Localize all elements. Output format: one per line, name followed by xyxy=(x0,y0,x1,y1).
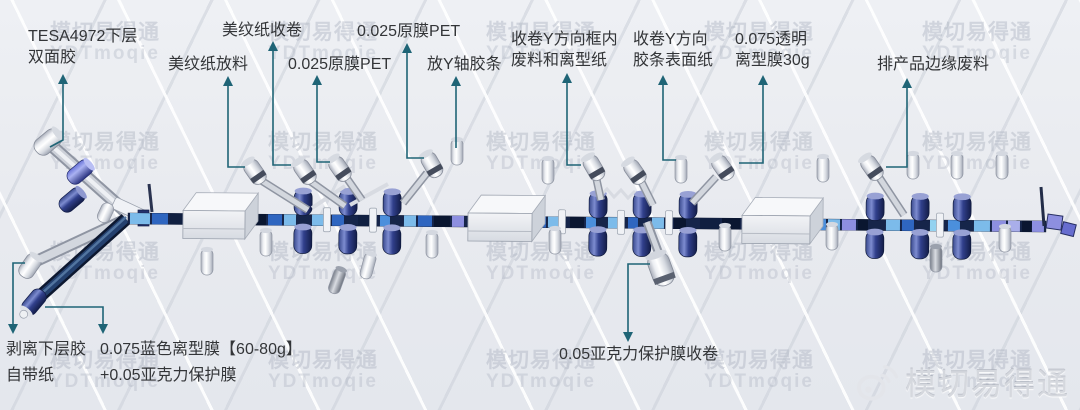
roller-station xyxy=(865,192,885,259)
blue-nip-roller-lower xyxy=(58,185,87,213)
leader-pet-film-a xyxy=(402,43,424,159)
idler-roller xyxy=(450,136,464,166)
raised-roller xyxy=(241,156,311,214)
idler-roller xyxy=(425,229,439,259)
label-acrylic-rewind: 0.05亚克力保护膜收卷 xyxy=(559,346,719,363)
label-peel-liner: 剥离下层胶自带纸 xyxy=(6,341,87,384)
idler-roller xyxy=(259,227,273,257)
leader-acrylic-rewind xyxy=(623,263,650,342)
roller-station xyxy=(678,190,698,258)
idler-roller xyxy=(906,150,920,180)
lamination-station xyxy=(467,194,546,243)
idler-roller xyxy=(674,154,688,184)
idler-roller xyxy=(995,150,1009,180)
raised-roller xyxy=(399,149,444,206)
raised-roller xyxy=(580,152,606,201)
label-pet-film-b: 0.025原膜PET xyxy=(288,56,392,73)
idler-roller xyxy=(548,225,562,255)
leader-peel-liner xyxy=(8,262,25,334)
liner-unwind-roller xyxy=(18,251,44,279)
idler-roller xyxy=(200,246,214,276)
leader-blue-release xyxy=(45,306,108,334)
roller-station xyxy=(382,188,402,255)
roller-station xyxy=(952,193,972,260)
idler-roller xyxy=(950,150,964,180)
idler-rollers xyxy=(200,136,1012,295)
lamination-station xyxy=(182,191,260,241)
idler-roller xyxy=(718,222,732,252)
leader-masking-unwind xyxy=(223,76,245,168)
raised-roller xyxy=(326,153,366,203)
web-end-products xyxy=(1039,186,1077,238)
idler-roller xyxy=(359,250,378,280)
idler-roller xyxy=(541,155,555,185)
leader-edge-waste xyxy=(886,78,912,168)
liner-rewind-roller xyxy=(19,288,47,319)
raised-rollers xyxy=(241,149,908,218)
left-unwind-assembly xyxy=(18,126,154,319)
leader-tape-surface xyxy=(658,75,676,161)
raised-roller xyxy=(858,152,908,218)
leader-tesa xyxy=(49,74,68,148)
leader-pet-film-b xyxy=(312,75,330,163)
leader-frame-waste xyxy=(562,73,581,166)
label-masking-unwind: 美纹纸放料 xyxy=(168,56,249,73)
label-tesa-double-tape: TESA4972下层双面胶 xyxy=(28,28,138,66)
roller-station xyxy=(910,193,930,260)
logo-text: 模切易得通 xyxy=(905,367,1070,402)
weibo-logo: 模切易得通 xyxy=(855,359,1070,404)
tesa-unwind-roller xyxy=(33,126,65,156)
weibo-eye-icon xyxy=(856,364,899,401)
leader-clear-release xyxy=(739,75,768,164)
acrylic-rewind-roller xyxy=(642,220,676,287)
leader-masking-rewind xyxy=(268,41,291,166)
label-clear-release: 0.075透明离型膜30g xyxy=(735,31,810,69)
idler-roller xyxy=(929,243,943,273)
idler-roller xyxy=(998,223,1012,253)
label-edge-waste: 排产品边缘废料 xyxy=(877,56,990,73)
label-blue-release: 0.075蓝色离型膜【60-80g】+0.05亚克力保护膜 xyxy=(100,341,302,384)
label-y-axis-tape: 放Y轴胶条 xyxy=(427,56,502,73)
main-web xyxy=(127,187,1047,260)
idler-roller xyxy=(328,266,347,295)
raised-roller xyxy=(621,156,657,207)
raised-roller xyxy=(291,156,348,210)
label-frame-waste: 收卷Y方向框内废料和离型纸 xyxy=(511,31,618,69)
lamination-station xyxy=(741,196,824,246)
web-segments xyxy=(129,207,1045,238)
label-tape-surface: 收卷Y方向胶条表面纸 xyxy=(633,31,714,69)
idler-roller xyxy=(825,221,839,251)
idler-roller xyxy=(816,153,830,183)
label-pet-film-a: 0.025原膜PET xyxy=(357,23,461,40)
callout-leaders xyxy=(8,41,912,342)
blue-nip-roller-upper xyxy=(66,157,95,185)
lamination-stations xyxy=(182,191,824,246)
leader-y-axis-tape xyxy=(451,76,461,148)
label-masking-rewind: 美纹纸收卷 xyxy=(222,22,303,39)
raised-roller xyxy=(689,152,735,206)
